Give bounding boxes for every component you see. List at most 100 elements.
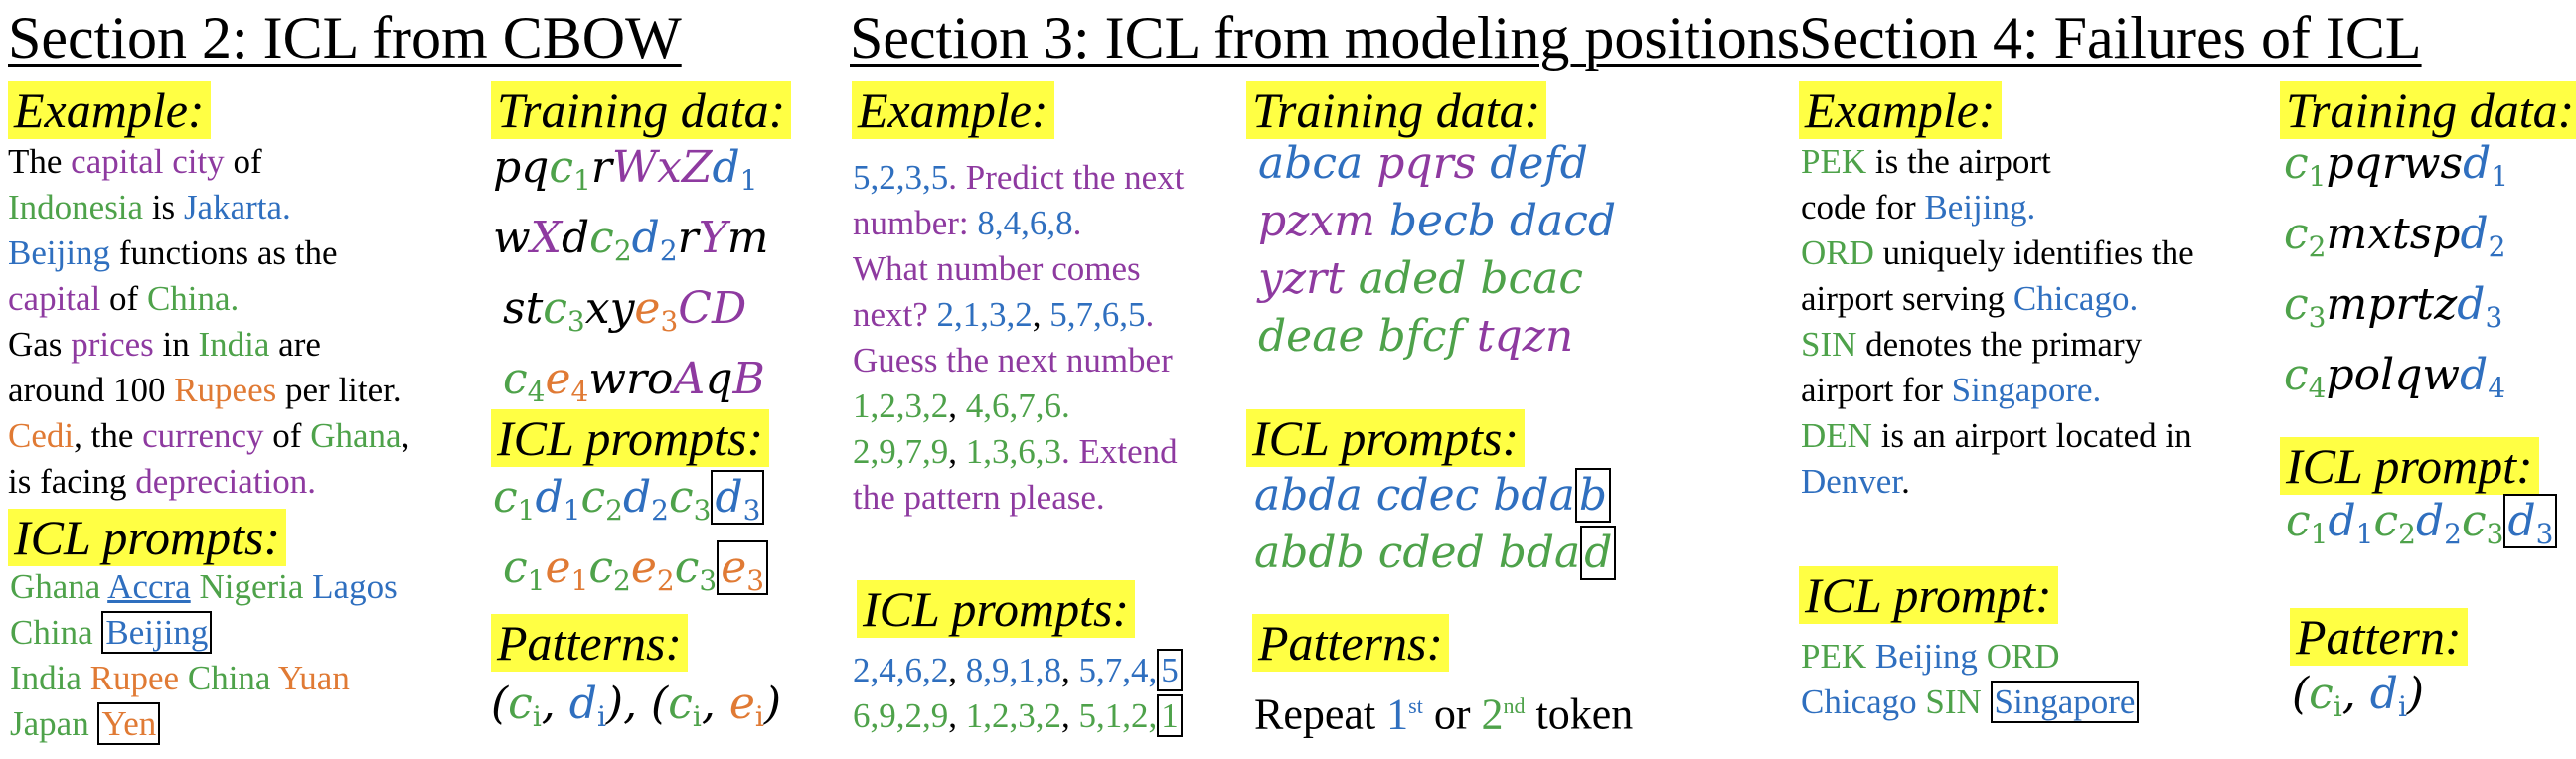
token: DEN xyxy=(1801,416,1872,455)
token-text: . Extend xyxy=(1061,432,1178,471)
token-text: 1 xyxy=(1161,696,1179,735)
text-line: PEK Beijing ORD xyxy=(1801,634,2139,680)
token: c2 xyxy=(589,213,631,267)
token-text: c xyxy=(508,679,533,729)
token-text: The xyxy=(8,142,72,181)
token: c2 xyxy=(2373,496,2415,550)
token-text: is xyxy=(143,188,184,227)
answer-box: 5 xyxy=(1157,649,1183,691)
answer-box: d3 xyxy=(2503,494,2558,550)
text-line: abca pqrs defd xyxy=(1258,135,1616,193)
token-text: is the airport xyxy=(1866,142,2051,181)
token-text: Singapore xyxy=(1994,683,2136,721)
text-line: is facing depreciation. xyxy=(8,459,409,505)
text-line: abdb cded bdad xyxy=(1254,525,1617,582)
token: China xyxy=(10,613,101,652)
token: c3 xyxy=(669,472,711,527)
token-text: ORD xyxy=(1801,233,1874,272)
text-line: 2,9,7,9, 1,3,6,3. Extend xyxy=(853,429,1184,475)
token: c2 xyxy=(580,472,622,527)
token: What number comes xyxy=(853,249,1141,288)
token: number: xyxy=(853,204,977,242)
token-text: Beijing. xyxy=(1924,188,2036,227)
token: w xyxy=(493,213,531,263)
subscript: 2 xyxy=(605,494,623,527)
token-text: airport for xyxy=(1801,371,1952,409)
token: , xyxy=(948,386,966,425)
text-line: number: 8,4,6,8. xyxy=(853,201,1184,246)
token-text: deae bfcf xyxy=(1258,311,1477,362)
token-text: Yen xyxy=(101,704,157,743)
text-line: 1,2,3,2, 4,6,7,6. xyxy=(853,383,1184,429)
token-text: 5,1,2, xyxy=(1078,696,1158,735)
token: Lagos xyxy=(312,567,398,606)
token: token xyxy=(1526,690,1634,739)
token: denotes the primary xyxy=(1856,325,2142,364)
token-text: Indonesia xyxy=(8,188,144,227)
token: 5,7,4, xyxy=(1079,651,1158,689)
subscript: 3 xyxy=(742,494,761,527)
token: , xyxy=(948,696,966,735)
token-text: , xyxy=(948,432,966,471)
token-text: 1 xyxy=(1386,689,1409,739)
token-text: d xyxy=(715,472,743,523)
token-text: next? xyxy=(853,295,937,334)
token-text: , xyxy=(401,416,410,455)
token-text: c xyxy=(2461,496,2487,546)
section-2-patterns-label: Patterns: xyxy=(491,614,689,672)
text-line: deae bfcf tqzn xyxy=(1258,308,1616,366)
token: c2 xyxy=(2284,209,2326,263)
token-text: 8,4,6,8 xyxy=(977,204,1073,242)
token: depreciation. xyxy=(135,462,316,501)
token: wro xyxy=(588,354,673,404)
token: 2,4,6,2 xyxy=(853,651,948,689)
text-line: China Beijing xyxy=(10,610,398,656)
token: , xyxy=(1033,295,1050,334)
token-text: c xyxy=(2286,496,2311,546)
token-text: abca xyxy=(1258,138,1377,189)
token: ), ( xyxy=(606,679,668,729)
token-text: DEN xyxy=(1801,416,1872,455)
token-text: . xyxy=(1072,204,1082,242)
token-text: Chicago xyxy=(1801,683,1926,721)
token: , xyxy=(1061,651,1079,689)
subscript: 1 xyxy=(517,494,536,527)
token-text: ), ( xyxy=(605,679,669,729)
token: ORD xyxy=(1801,233,1874,272)
token: , xyxy=(542,679,569,729)
token: pzxm xyxy=(1258,196,1389,246)
subscript: 3 xyxy=(746,564,765,597)
token-text: 8,9,1,8 xyxy=(965,651,1061,689)
token: CD xyxy=(678,283,746,334)
token: deae bfcf xyxy=(1258,311,1477,362)
token: c2 xyxy=(588,542,630,597)
token-text: c xyxy=(2284,209,2309,259)
token-text: of xyxy=(100,279,147,318)
token-text: d xyxy=(2415,496,2445,546)
token-text: wro xyxy=(588,354,674,404)
subscript: 4 xyxy=(527,376,546,408)
answer-box: Beijing xyxy=(101,611,213,654)
token-text: China xyxy=(179,659,278,697)
token-text: c xyxy=(2284,138,2309,189)
token-text: c xyxy=(543,283,567,334)
section-3-icl-label: ICL prompts: xyxy=(857,580,1136,638)
text-line: India Rupee China Yuan xyxy=(10,656,398,701)
token: c1 xyxy=(503,542,545,597)
token-text: airport serving xyxy=(1801,279,2013,318)
token-text: Y xyxy=(698,213,727,263)
token: d1 xyxy=(2328,496,2373,550)
section-2-icl-label: ICL prompts: xyxy=(8,509,287,566)
token: of xyxy=(100,279,147,318)
token: ei xyxy=(729,679,764,733)
token-text: 5,2,3,5 xyxy=(853,158,949,197)
subscript: 2 xyxy=(613,564,631,597)
subscript: 1 xyxy=(2308,160,2327,193)
token-text: Ghana xyxy=(310,416,402,455)
token: 1 xyxy=(1386,690,1408,739)
token-text: c xyxy=(2284,350,2309,400)
token: e1 xyxy=(545,542,588,597)
token-text: c xyxy=(2284,279,2309,330)
token-text: of xyxy=(263,416,311,455)
